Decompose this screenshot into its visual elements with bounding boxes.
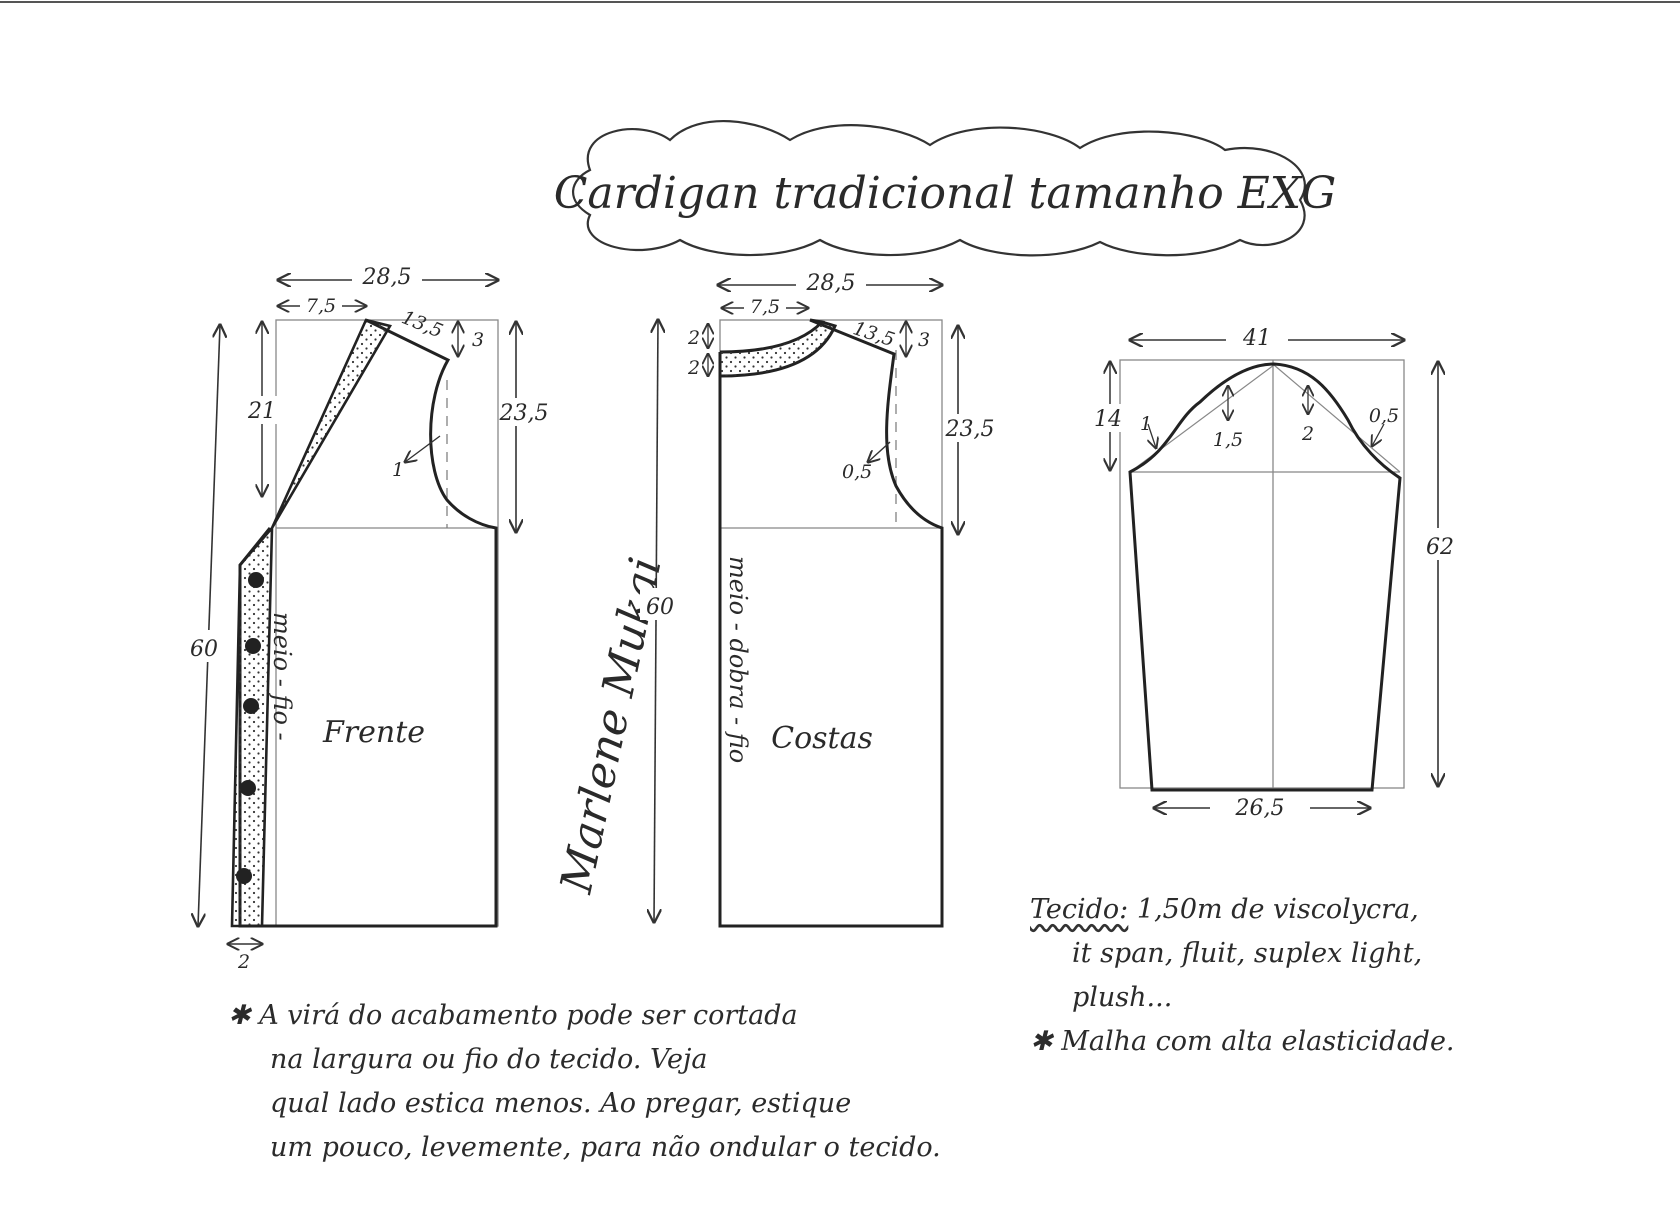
fabric-note-first-line: Tecido: 1,50m de viscolycra, xyxy=(1030,888,1630,932)
finishing-note-line: na largura ou fio do tecido. Veja xyxy=(270,1044,708,1075)
fabric-line: plush... xyxy=(1072,982,1173,1013)
front-armhole-curve-dim: 1 xyxy=(392,459,404,481)
fabric-line: it span, fluit, suplex light, xyxy=(1072,938,1423,969)
front-width-dim: 28,5 xyxy=(362,265,412,290)
front-neck-depth-dim: 21 xyxy=(247,399,276,424)
front-shoulder-drop-dim: 3 xyxy=(472,329,484,351)
back-label: Costas xyxy=(771,721,873,756)
back-piece: 28,5 7,5 13,5 3 2 2 23,5 60 0,5 meio - d… xyxy=(640,267,998,928)
sleeve-cap-right-2-dim: 0,5 xyxy=(1369,405,1399,427)
front-shoulder-dim: 13,5 xyxy=(399,306,446,342)
finishing-note-line: um pouco, levemente, para não ondular o … xyxy=(270,1132,941,1163)
sleeve-piece: 41 14 62 26,5 1 1,5 2 0,5 xyxy=(1090,322,1460,821)
finishing-note: ✱ A virá do acabamento pode ser cortada … xyxy=(228,994,1018,1170)
back-outline xyxy=(718,318,944,928)
front-piece: 28,5 7,5 13,5 3 21 23,5 60 1 2 meio - fi… xyxy=(186,262,548,973)
sleeve-cap-left-2-dim: 1,5 xyxy=(1213,429,1243,451)
fabric-label: Tecido: xyxy=(1030,894,1129,925)
front-band-width-dim: 2 xyxy=(237,951,250,973)
button xyxy=(243,698,259,714)
front-neck-width-dim: 7,5 xyxy=(306,295,336,317)
fabric-note: Tecido: 1,50m de viscolycra, it span, fl… xyxy=(1030,888,1630,1064)
button xyxy=(245,638,261,654)
front-outline xyxy=(238,318,498,928)
finishing-note-line: qual lado estica menos. Ao pregar, estiq… xyxy=(270,1088,852,1119)
back-neck-band-fill xyxy=(720,322,835,376)
front-guide-rect xyxy=(275,319,499,927)
fabric-extra-note: ✱ Malha com alta elasticidade. xyxy=(1030,1026,1455,1057)
sleeve-cap-guide-right xyxy=(1273,364,1401,473)
front-label: Frente xyxy=(322,715,425,750)
sleeve-outline xyxy=(1128,362,1402,792)
fabric-line: 1,50m de viscolycra, xyxy=(1136,894,1419,925)
back-armhole-depth-dim: 23,5 xyxy=(945,417,995,442)
back-neck-band-bottom-dim: 2 xyxy=(687,357,700,379)
back-shoulder-drop-dim: 3 xyxy=(918,329,930,351)
sleeve-cap-right-1-dim: 2 xyxy=(1301,423,1314,445)
back-neck-band-top-dim: 2 xyxy=(687,327,700,349)
back-length-dim: 60 xyxy=(646,595,674,620)
front-buttons xyxy=(236,572,264,884)
button xyxy=(236,868,252,884)
back-neck-width-dim: 7,5 xyxy=(750,296,780,318)
button xyxy=(248,572,264,588)
front-button-band xyxy=(230,318,392,928)
sleeve-width-dim: 41 xyxy=(1242,326,1271,351)
title-cloud: Cardigan tradicional tamanho EXG xyxy=(554,120,1337,257)
front-length-dim: 60 xyxy=(190,637,218,662)
sleeve-cap-height-dim: 14 xyxy=(1094,407,1122,432)
page-title: Cardigan tradicional tamanho EXG xyxy=(554,168,1337,219)
button xyxy=(240,780,256,796)
sleeve-guide-rect xyxy=(1119,359,1405,789)
back-center-note: meio - dobra - fio xyxy=(724,556,752,763)
back-guide-rect xyxy=(719,319,943,927)
front-armhole-depth-dim: 23,5 xyxy=(499,401,549,426)
finishing-note-line: ✱ A virá do acabamento pode ser cortada xyxy=(228,1000,798,1031)
sleeve-cap-left-1-dim: 1 xyxy=(1140,413,1152,435)
front-center-note: meio - fio - xyxy=(268,612,296,741)
back-armhole-curve-dim: 0,5 xyxy=(842,461,872,483)
back-width-dim: 28,5 xyxy=(806,271,856,296)
sleeve-hem-dim: 26,5 xyxy=(1235,796,1285,821)
sleeve-length-dim: 62 xyxy=(1426,535,1454,560)
